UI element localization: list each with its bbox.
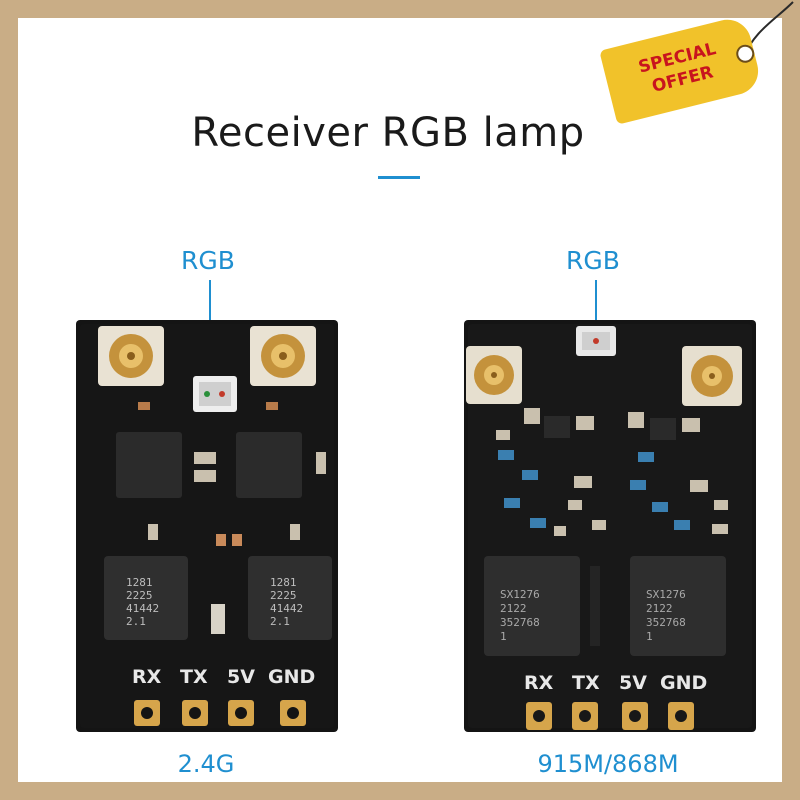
pin-label-tx-915m: TX bbox=[572, 672, 600, 694]
rgb-pointer-915m bbox=[595, 280, 597, 352]
band-label-2g4: 2.4G bbox=[177, 750, 235, 778]
antenna-connector-left bbox=[98, 326, 164, 386]
chip-text-915m-left: SX1276 2122 352768 1 bbox=[500, 588, 546, 643]
pin-label-rx-915m: RX bbox=[524, 672, 554, 694]
rgb-label-915m: RGB bbox=[566, 246, 620, 275]
pin-label-5v-2g4: 5V bbox=[227, 666, 255, 688]
pin-label-gnd-915m: GND bbox=[660, 672, 708, 694]
pin-label-5v-915m: 5V bbox=[619, 672, 647, 694]
chip-text-2g4-left: 1281 2225 41442 2.1 bbox=[126, 576, 166, 628]
antenna-connector-left bbox=[466, 346, 522, 404]
antenna-connector-right bbox=[250, 326, 316, 386]
chip-text-915m-right: SX1276 2122 352768 1 bbox=[646, 588, 692, 643]
rgb-label-2g4: RGB bbox=[181, 246, 235, 275]
product-image-frame: Receiver RGB lamp RGB RGB bbox=[18, 18, 782, 782]
chip-text-2g4-right: 1281 2225 41442 2.1 bbox=[270, 576, 310, 628]
title-underline bbox=[378, 176, 420, 179]
pin-label-gnd-2g4: GND bbox=[268, 666, 316, 688]
receiver-board-2g4: 1281 2225 41442 2.1 1281 2225 41442 2.1 bbox=[76, 320, 338, 732]
band-label-915m: 915M/868M bbox=[537, 750, 679, 778]
antenna-connector-right bbox=[682, 346, 742, 406]
pin-label-rx-2g4: RX bbox=[132, 666, 162, 688]
pcb-915m-artwork: SX1276 2122 352768 1 SX1276 2122 352768 … bbox=[466, 324, 752, 730]
receiver-board-915m: SX1276 2122 352768 1 SX1276 2122 352768 … bbox=[464, 320, 756, 732]
page-title: Receiver RGB lamp bbox=[191, 110, 585, 156]
pcb-2g4-artwork: 1281 2225 41442 2.1 1281 2225 41442 2.1 bbox=[80, 324, 334, 728]
pin-label-tx-2g4: TX bbox=[180, 666, 208, 688]
